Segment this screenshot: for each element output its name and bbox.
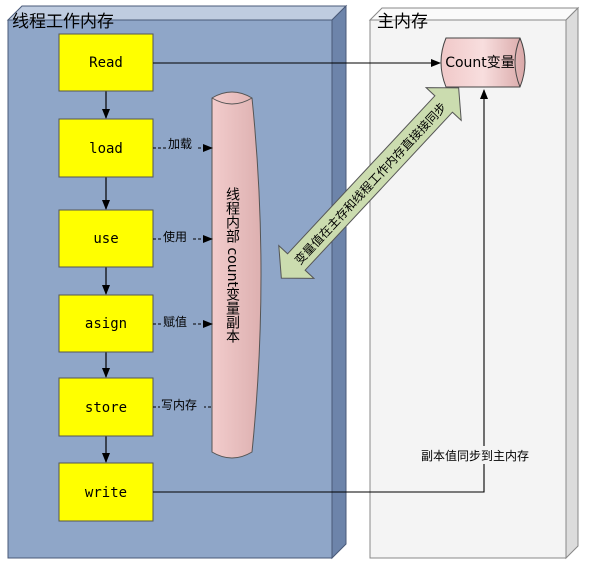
use-box: use (58, 209, 154, 268)
asign-annotation: 赋值 (163, 314, 187, 329)
load-box: load (58, 118, 154, 178)
use-annotation-bg (161, 228, 191, 244)
read-box: Read (58, 33, 154, 92)
asign-label: asign (85, 316, 127, 332)
asign-box: asign (58, 294, 154, 353)
write-box: write (58, 462, 154, 522)
load-label: load (89, 141, 123, 157)
thread-copy-label: 线程内部 count变量副本 (224, 187, 240, 343)
use-label: use (93, 231, 118, 247)
store-annotation-bg (160, 395, 204, 411)
asign-annotation-bg (161, 313, 191, 329)
main-memory-panel: 主内存 (368, 6, 580, 560)
store-label: store (85, 400, 127, 416)
count-variable-label: Count变量 (445, 55, 515, 71)
thread-panel-title: 线程工作内存 (12, 12, 114, 32)
main-panel-title: 主内存 (377, 12, 428, 32)
write-label: write (85, 485, 127, 501)
write-arrow (153, 89, 488, 493)
write-note: 副本值同步到主内存 (421, 448, 529, 463)
thread-count-copy: 线程内部 count变量副本 (211, 91, 262, 459)
load-annotation: 加载 (168, 137, 192, 151)
read-label: Read (89, 55, 123, 71)
store-annotation: 写内存 (161, 398, 197, 412)
write-note-bg (418, 446, 546, 464)
load-annotation-bg (166, 135, 196, 151)
use-annotation: 使用 (163, 229, 187, 244)
store-box: store (58, 377, 154, 437)
main-count-variable: Count变量 (440, 37, 526, 88)
